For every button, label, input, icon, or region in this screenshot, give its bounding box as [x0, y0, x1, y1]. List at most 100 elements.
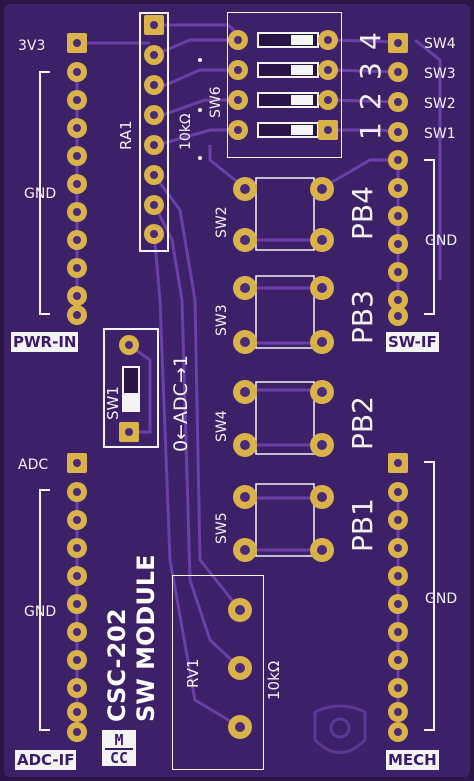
- pad-adc-if[interactable]: [67, 650, 87, 670]
- pwr-in-gnd-label: GND: [24, 186, 56, 202]
- pad-pwr-in[interactable]: [67, 62, 87, 82]
- pad-pb1[interactable]: [233, 485, 257, 509]
- pin-adc-label: ADC: [18, 457, 48, 473]
- pad-rv1[interactable]: [228, 598, 252, 622]
- pad-pb4[interactable]: [310, 177, 334, 201]
- pad-sw-if[interactable]: [388, 306, 408, 326]
- sw6-outline: [227, 12, 342, 158]
- ra1-outline: [139, 12, 169, 252]
- pad-adc-if[interactable]: [67, 622, 87, 642]
- pad-pb3[interactable]: [233, 276, 257, 300]
- pad-pb3[interactable]: [233, 330, 257, 354]
- pad-pb4[interactable]: [233, 228, 257, 252]
- pad-pb1[interactable]: [233, 538, 257, 562]
- pad-mech[interactable]: [388, 538, 408, 558]
- pad-pb3[interactable]: [310, 276, 334, 300]
- pad-sw-if[interactable]: [388, 234, 408, 254]
- pad-sw-if[interactable]: [388, 290, 408, 310]
- pad-adc-if[interactable]: [67, 678, 87, 698]
- pad-pb2[interactable]: [310, 380, 334, 404]
- pad-sw6[interactable]: [318, 60, 338, 80]
- pad-adc-if[interactable]: [67, 702, 87, 722]
- pad-pwr-in[interactable]: [67, 90, 87, 110]
- pad-adc-if[interactable]: [67, 566, 87, 586]
- pad-pwr-in[interactable]: [67, 118, 87, 138]
- ra1-value: 10kΩ: [178, 113, 194, 150]
- board-subtitle: SW MODULE: [132, 555, 160, 723]
- pad-mech[interactable]: [388, 722, 408, 742]
- pad-sw-if[interactable]: [388, 122, 408, 142]
- pad-ra1[interactable]: [144, 224, 164, 244]
- pad-sw-if[interactable]: [388, 92, 408, 112]
- pad-ra1[interactable]: [144, 75, 164, 95]
- pad-ra1[interactable]: [144, 135, 164, 155]
- pad-pwr-in[interactable]: [67, 146, 87, 166]
- sw5-ref: SW5: [214, 512, 230, 544]
- pad-pb1[interactable]: [310, 538, 334, 562]
- pad-sw6[interactable]: [228, 30, 248, 50]
- sw6-switch-1[interactable]: [257, 122, 319, 138]
- pad-sw-if[interactable]: [388, 178, 408, 198]
- logo-letter-cc: CC: [105, 748, 133, 766]
- pad-pb2[interactable]: [233, 433, 257, 457]
- pad-ra1[interactable]: [144, 105, 164, 125]
- pad-sw6[interactable]: [228, 120, 248, 140]
- pad-sw6-1[interactable]: [318, 120, 338, 140]
- pad-sw-if[interactable]: [388, 62, 408, 82]
- pad-pwr-in[interactable]: [67, 286, 87, 306]
- pad-sw6[interactable]: [318, 90, 338, 110]
- sw6-num-3: 3: [354, 62, 387, 80]
- pad-sw1[interactable]: [119, 335, 139, 355]
- pad-sw-if[interactable]: [388, 206, 408, 226]
- pad-pb2[interactable]: [310, 433, 334, 457]
- pad-mech[interactable]: [388, 650, 408, 670]
- pad-adc-if[interactable]: [67, 538, 87, 558]
- pad-mech[interactable]: [388, 510, 408, 530]
- pad-adc-if-1[interactable]: [67, 453, 87, 473]
- pad-pb1[interactable]: [310, 485, 334, 509]
- sw6-switch-2[interactable]: [257, 92, 319, 108]
- pad-sw-if[interactable]: [388, 262, 408, 282]
- pb3-label: PB3: [346, 290, 379, 344]
- pad-ra1[interactable]: [144, 165, 164, 185]
- pad-sw1-1[interactable]: [119, 422, 139, 442]
- pad-adc-if[interactable]: [67, 482, 87, 502]
- sw-if-gnd-label: GND: [425, 233, 457, 249]
- rv1-ref: RV1: [184, 659, 202, 688]
- pad-sw-if-1[interactable]: [388, 33, 408, 53]
- sw-if-label: SW-IF: [386, 332, 439, 352]
- pad-pb4[interactable]: [233, 177, 257, 201]
- pad-pb3[interactable]: [310, 330, 334, 354]
- mech-label: MECH: [386, 750, 439, 770]
- pad-mech-1[interactable]: [388, 453, 408, 473]
- pad-mech[interactable]: [388, 594, 408, 614]
- pad-sw6[interactable]: [318, 30, 338, 50]
- pad-pwr-in[interactable]: [67, 305, 87, 325]
- pad-rv1[interactable]: [228, 715, 252, 739]
- pad-mech[interactable]: [388, 482, 408, 502]
- pad-adc-if[interactable]: [67, 510, 87, 530]
- pad-pwr-in[interactable]: [67, 202, 87, 222]
- pad-mech[interactable]: [388, 678, 408, 698]
- pad-pwr-in[interactable]: [67, 174, 87, 194]
- pad-sw6[interactable]: [228, 60, 248, 80]
- sw6-switch-4[interactable]: [257, 32, 319, 48]
- pad-ra1-1[interactable]: [144, 15, 164, 35]
- pad-sw6[interactable]: [228, 90, 248, 110]
- pad-sw-if[interactable]: [388, 150, 408, 170]
- pad-ra1[interactable]: [144, 195, 164, 215]
- pad-pb2[interactable]: [233, 380, 257, 404]
- pad-rv1[interactable]: [228, 656, 252, 680]
- pad-pb4[interactable]: [310, 228, 334, 252]
- pad-pwr-in[interactable]: [67, 258, 87, 278]
- pad-mech[interactable]: [388, 622, 408, 642]
- pad-pwr-in[interactable]: [67, 230, 87, 250]
- sw1-slider-knob[interactable]: [124, 393, 138, 410]
- pad-adc-if[interactable]: [67, 722, 87, 742]
- pad-ra1[interactable]: [144, 45, 164, 65]
- pad-mech[interactable]: [388, 566, 408, 586]
- pad-pwr-in-1[interactable]: [67, 33, 87, 53]
- pad-mech[interactable]: [388, 702, 408, 722]
- pad-adc-if[interactable]: [67, 594, 87, 614]
- sw6-switch-3[interactable]: [257, 62, 319, 78]
